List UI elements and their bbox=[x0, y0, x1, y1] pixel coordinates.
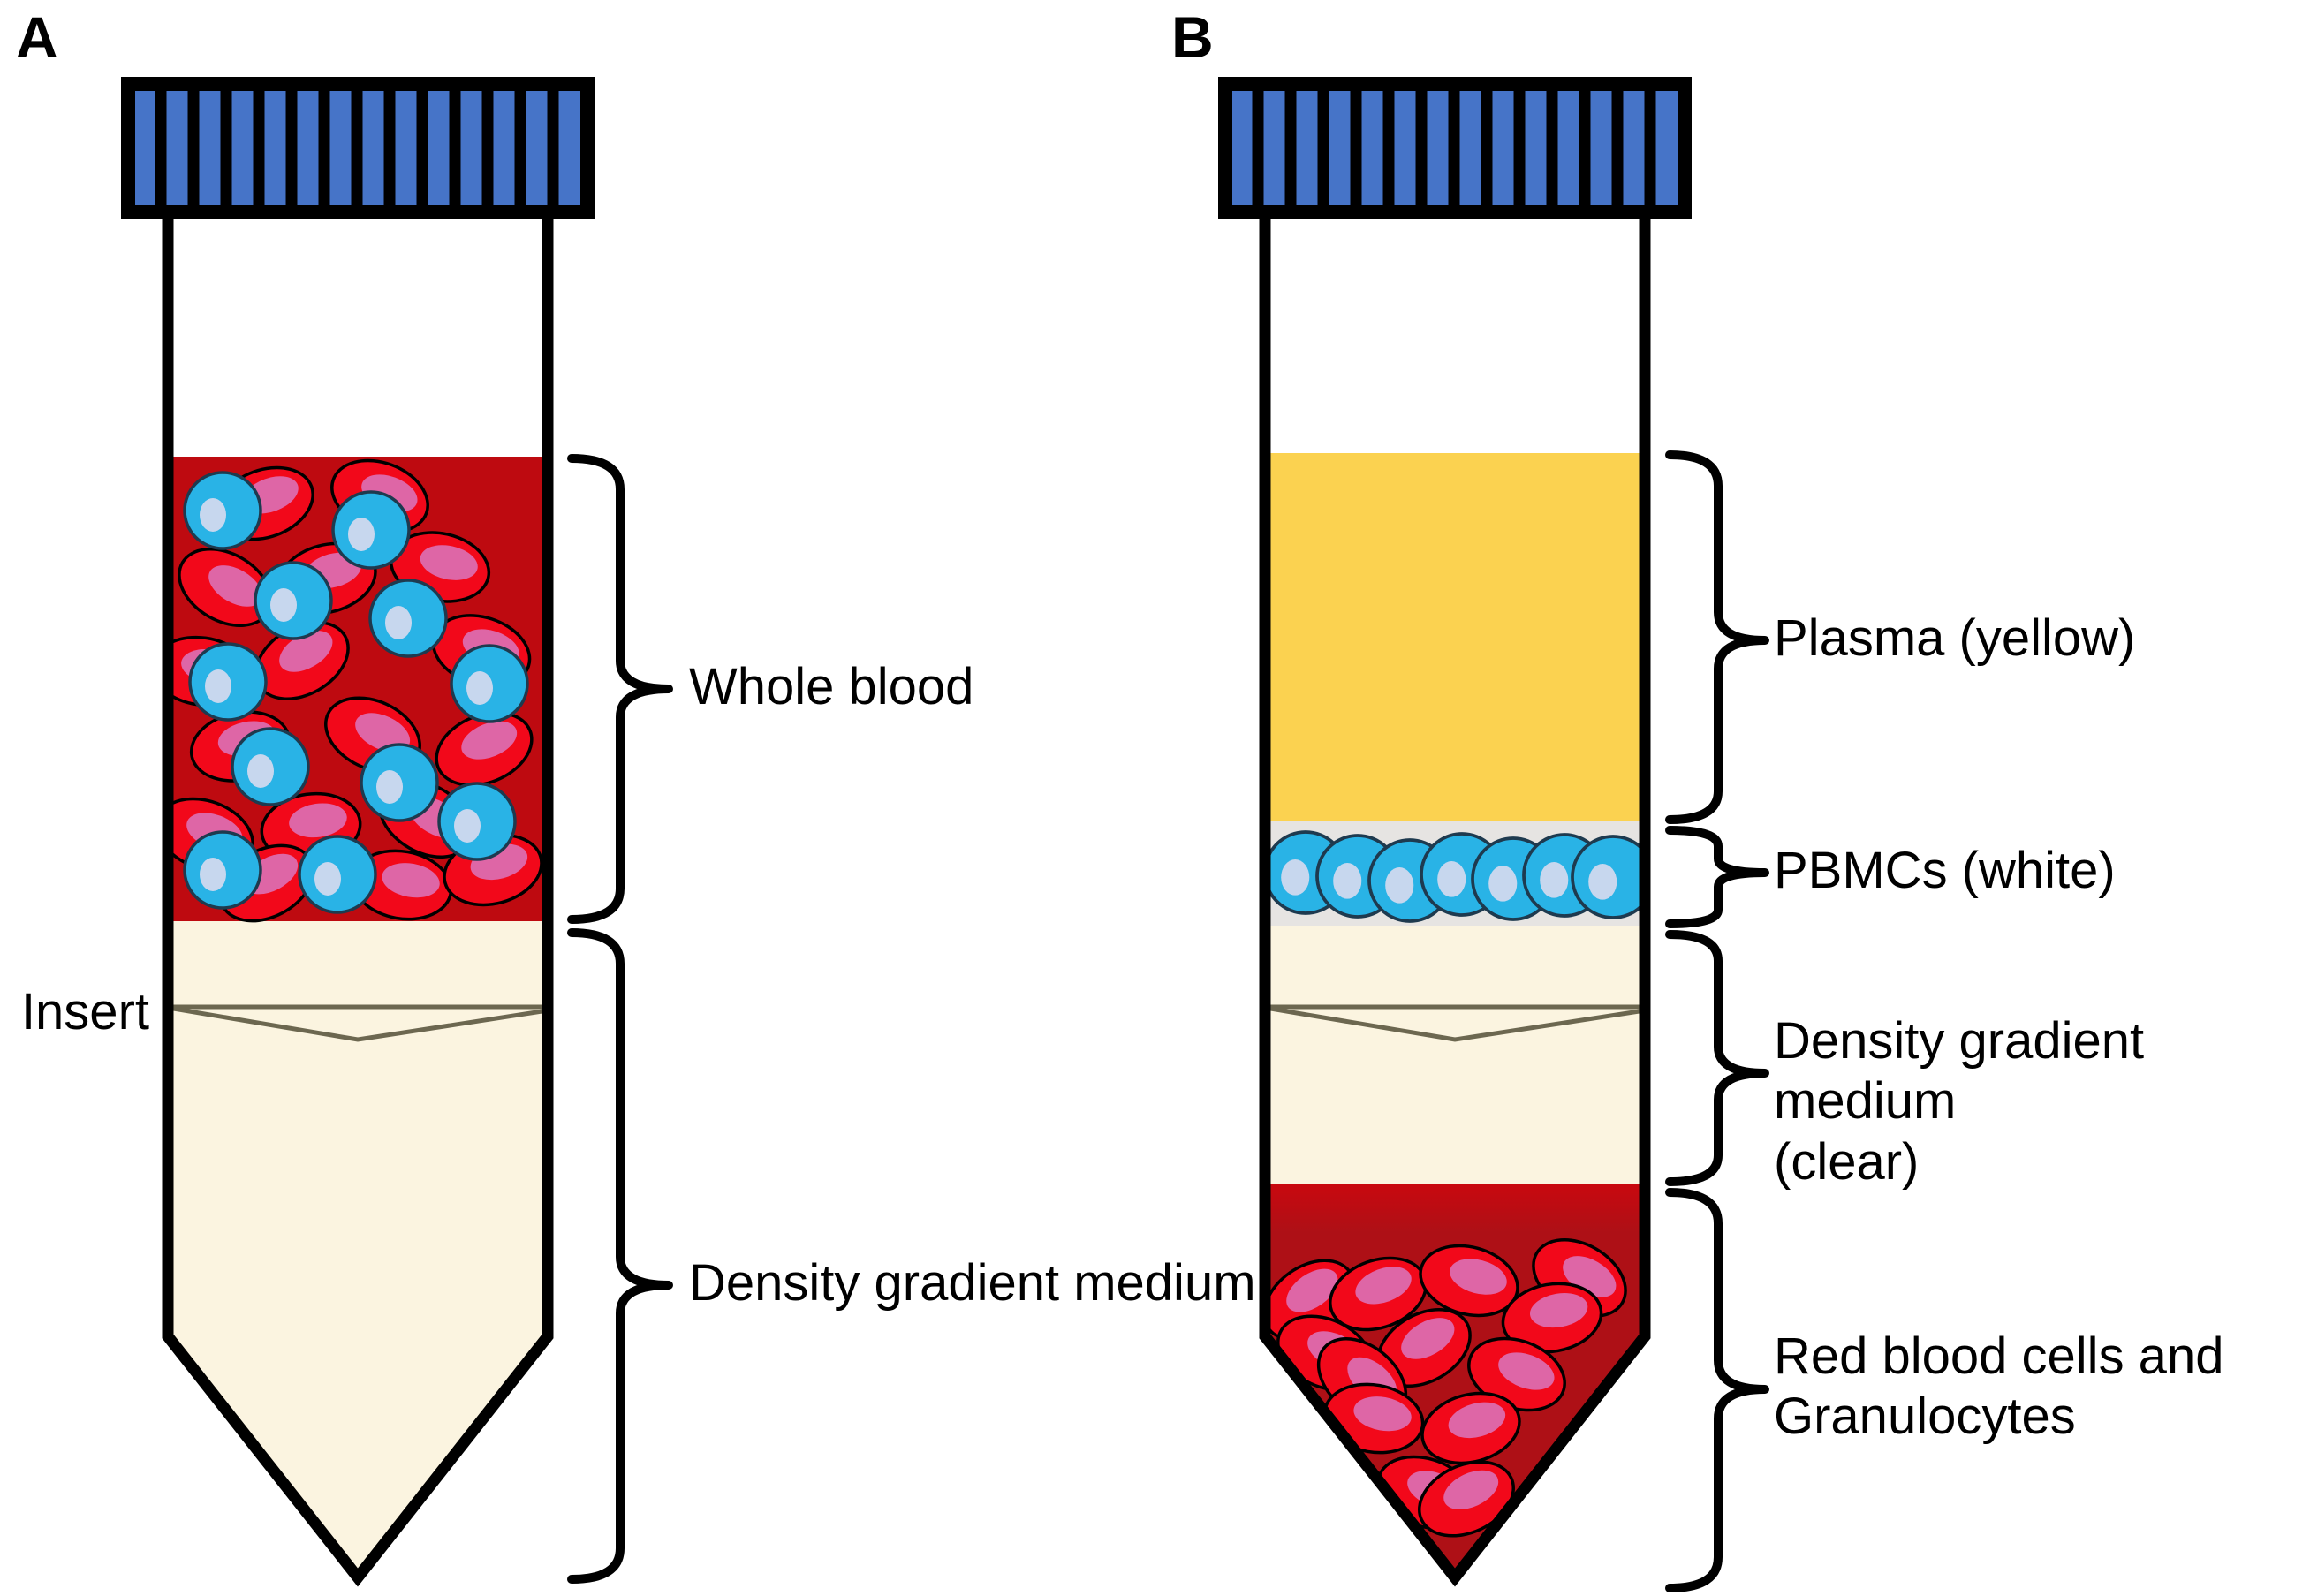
brace-whole-blood bbox=[567, 454, 673, 924]
tube-a-cap bbox=[121, 77, 595, 219]
plasma-label: Plasma (yellow) bbox=[1774, 609, 2136, 667]
pbmcs-label: PBMCs (white) bbox=[1774, 842, 2116, 899]
plasma-layer bbox=[1270, 453, 1640, 821]
rbc-granulocytes-label: Red blood cells and Granulocytes bbox=[1774, 1327, 2224, 1446]
tube-b-cap bbox=[1218, 77, 1692, 219]
density-gradient-medium-label-b: Density gradient medium (clear) bbox=[1774, 1012, 2145, 1191]
insert-label: Insert bbox=[20, 983, 149, 1040]
brace-pbmcs bbox=[1665, 826, 1769, 928]
brace-density-gradient-b bbox=[1665, 930, 1769, 1186]
pbmc-cells-row bbox=[1270, 830, 1640, 923]
tube-a bbox=[121, 77, 673, 1587]
brace-plasma bbox=[1665, 450, 1769, 824]
density-gradient-layer-b bbox=[1270, 926, 1640, 1184]
panel-a-label: A bbox=[16, 4, 58, 70]
tube-insert-b bbox=[1270, 1004, 1640, 1042]
density-gradient-medium-label-a: Density gradient medium bbox=[689, 1254, 1256, 1312]
tube-b-outline bbox=[1259, 212, 1651, 1587]
brace-density-gradient-a bbox=[567, 928, 673, 1584]
tube-insert-a bbox=[173, 1004, 542, 1042]
tube-a-outline bbox=[162, 212, 554, 1587]
panel-b-label: B bbox=[1171, 4, 1214, 70]
whole-blood-label: Whole blood bbox=[689, 658, 974, 715]
tube-b bbox=[1218, 77, 1769, 1592]
brace-rbc-granulocytes bbox=[1665, 1188, 1769, 1592]
